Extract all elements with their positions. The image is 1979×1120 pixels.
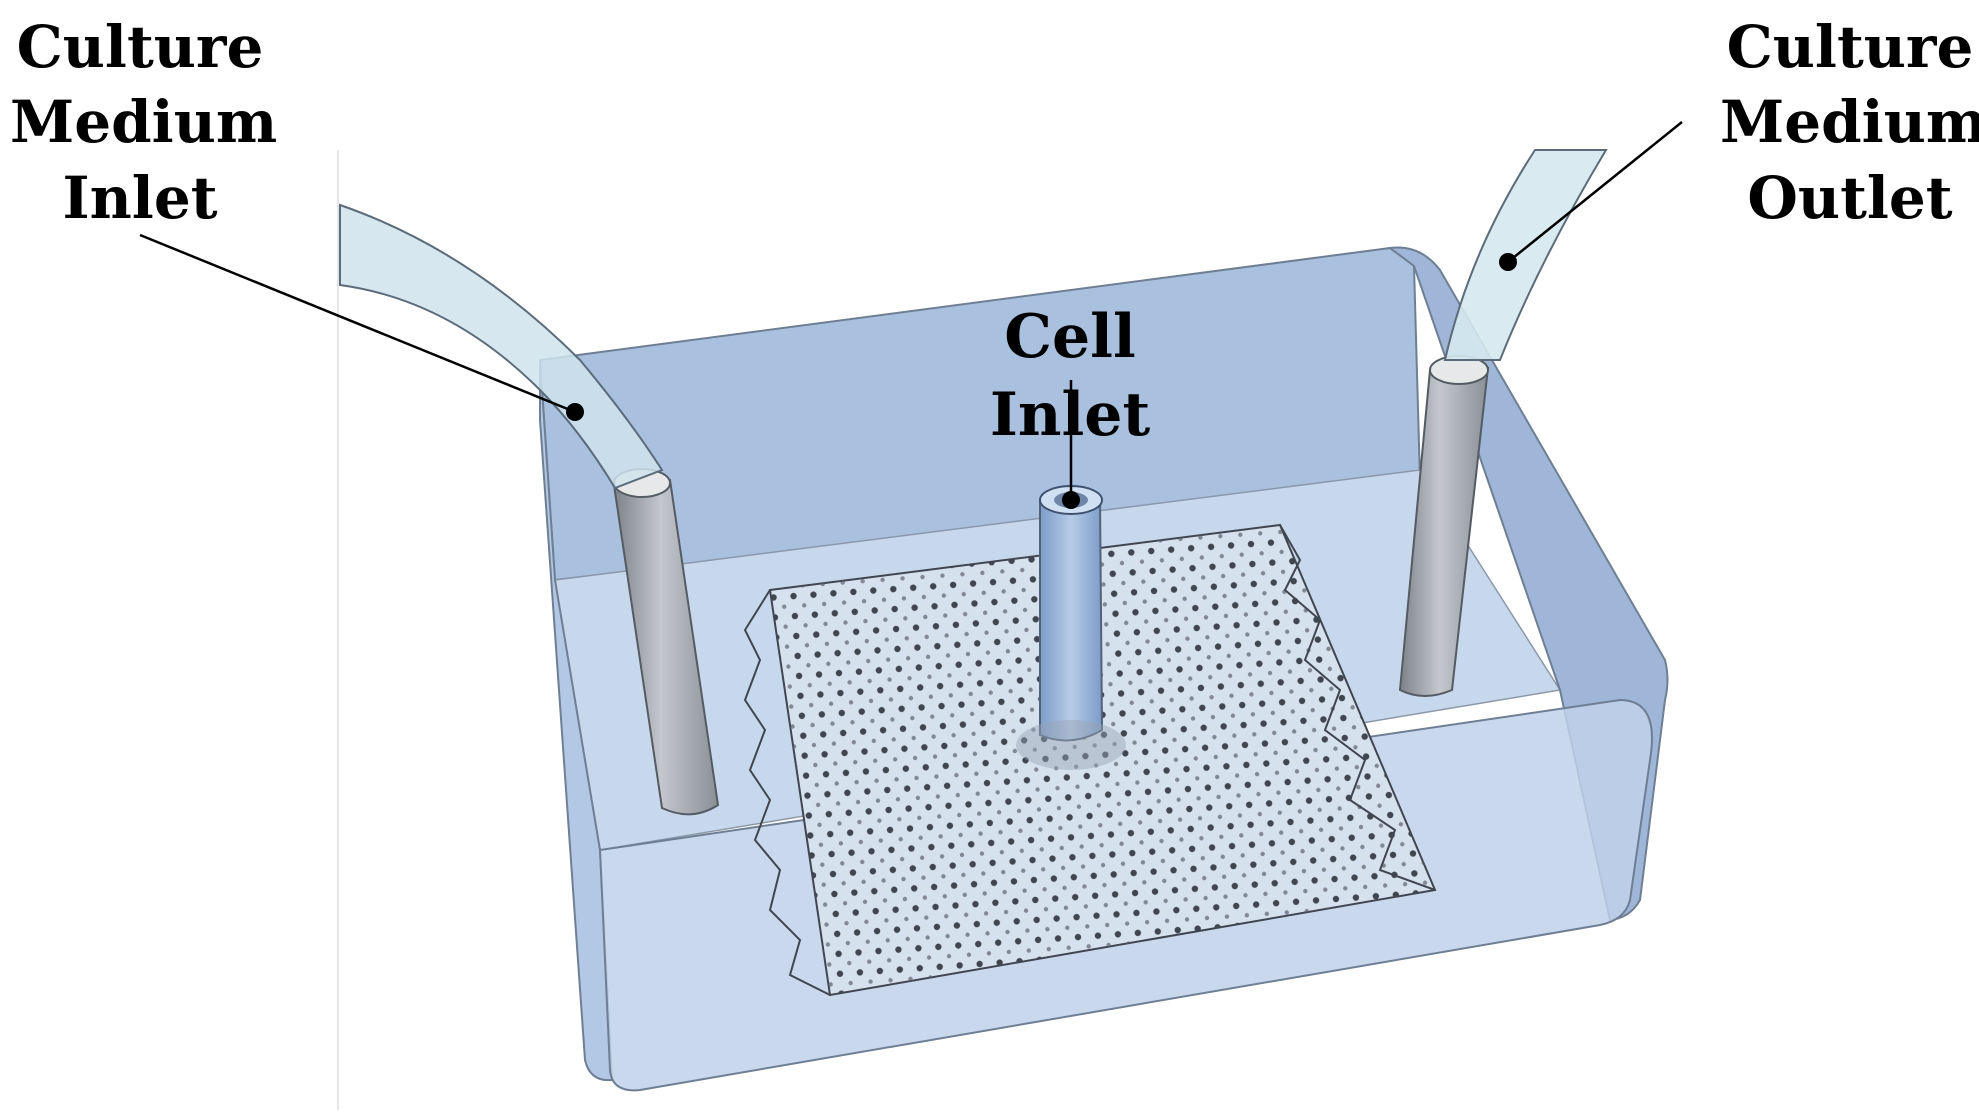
label-cell-inlet: Cell Inlet: [989, 302, 1151, 450]
scaffold-mesh-dots-offset: [770, 525, 1435, 995]
leader-line-medium-inlet: [139, 233, 576, 414]
label-culture-medium-outlet: Culture Medium Outlet: [1720, 13, 1979, 232]
cell-seeding-spray: [1016, 720, 1126, 770]
medium-outlet-tube: [1443, 149, 1608, 361]
medium-inlet-tube: [339, 203, 664, 490]
medium-outlet-pillar: [1398, 355, 1490, 697]
leader-line-medium-outlet: [1507, 121, 1683, 263]
leader-dot-medium-inlet: [566, 403, 584, 421]
leader-dot-cell-inlet: [1062, 491, 1080, 509]
label-culture-medium-inlet: Culture Medium Inlet: [10, 13, 278, 232]
scaffold-right-edge: [1279, 524, 1436, 891]
scaffold-left-edge: [743, 589, 831, 996]
leader-dot-medium-outlet: [1499, 253, 1517, 271]
